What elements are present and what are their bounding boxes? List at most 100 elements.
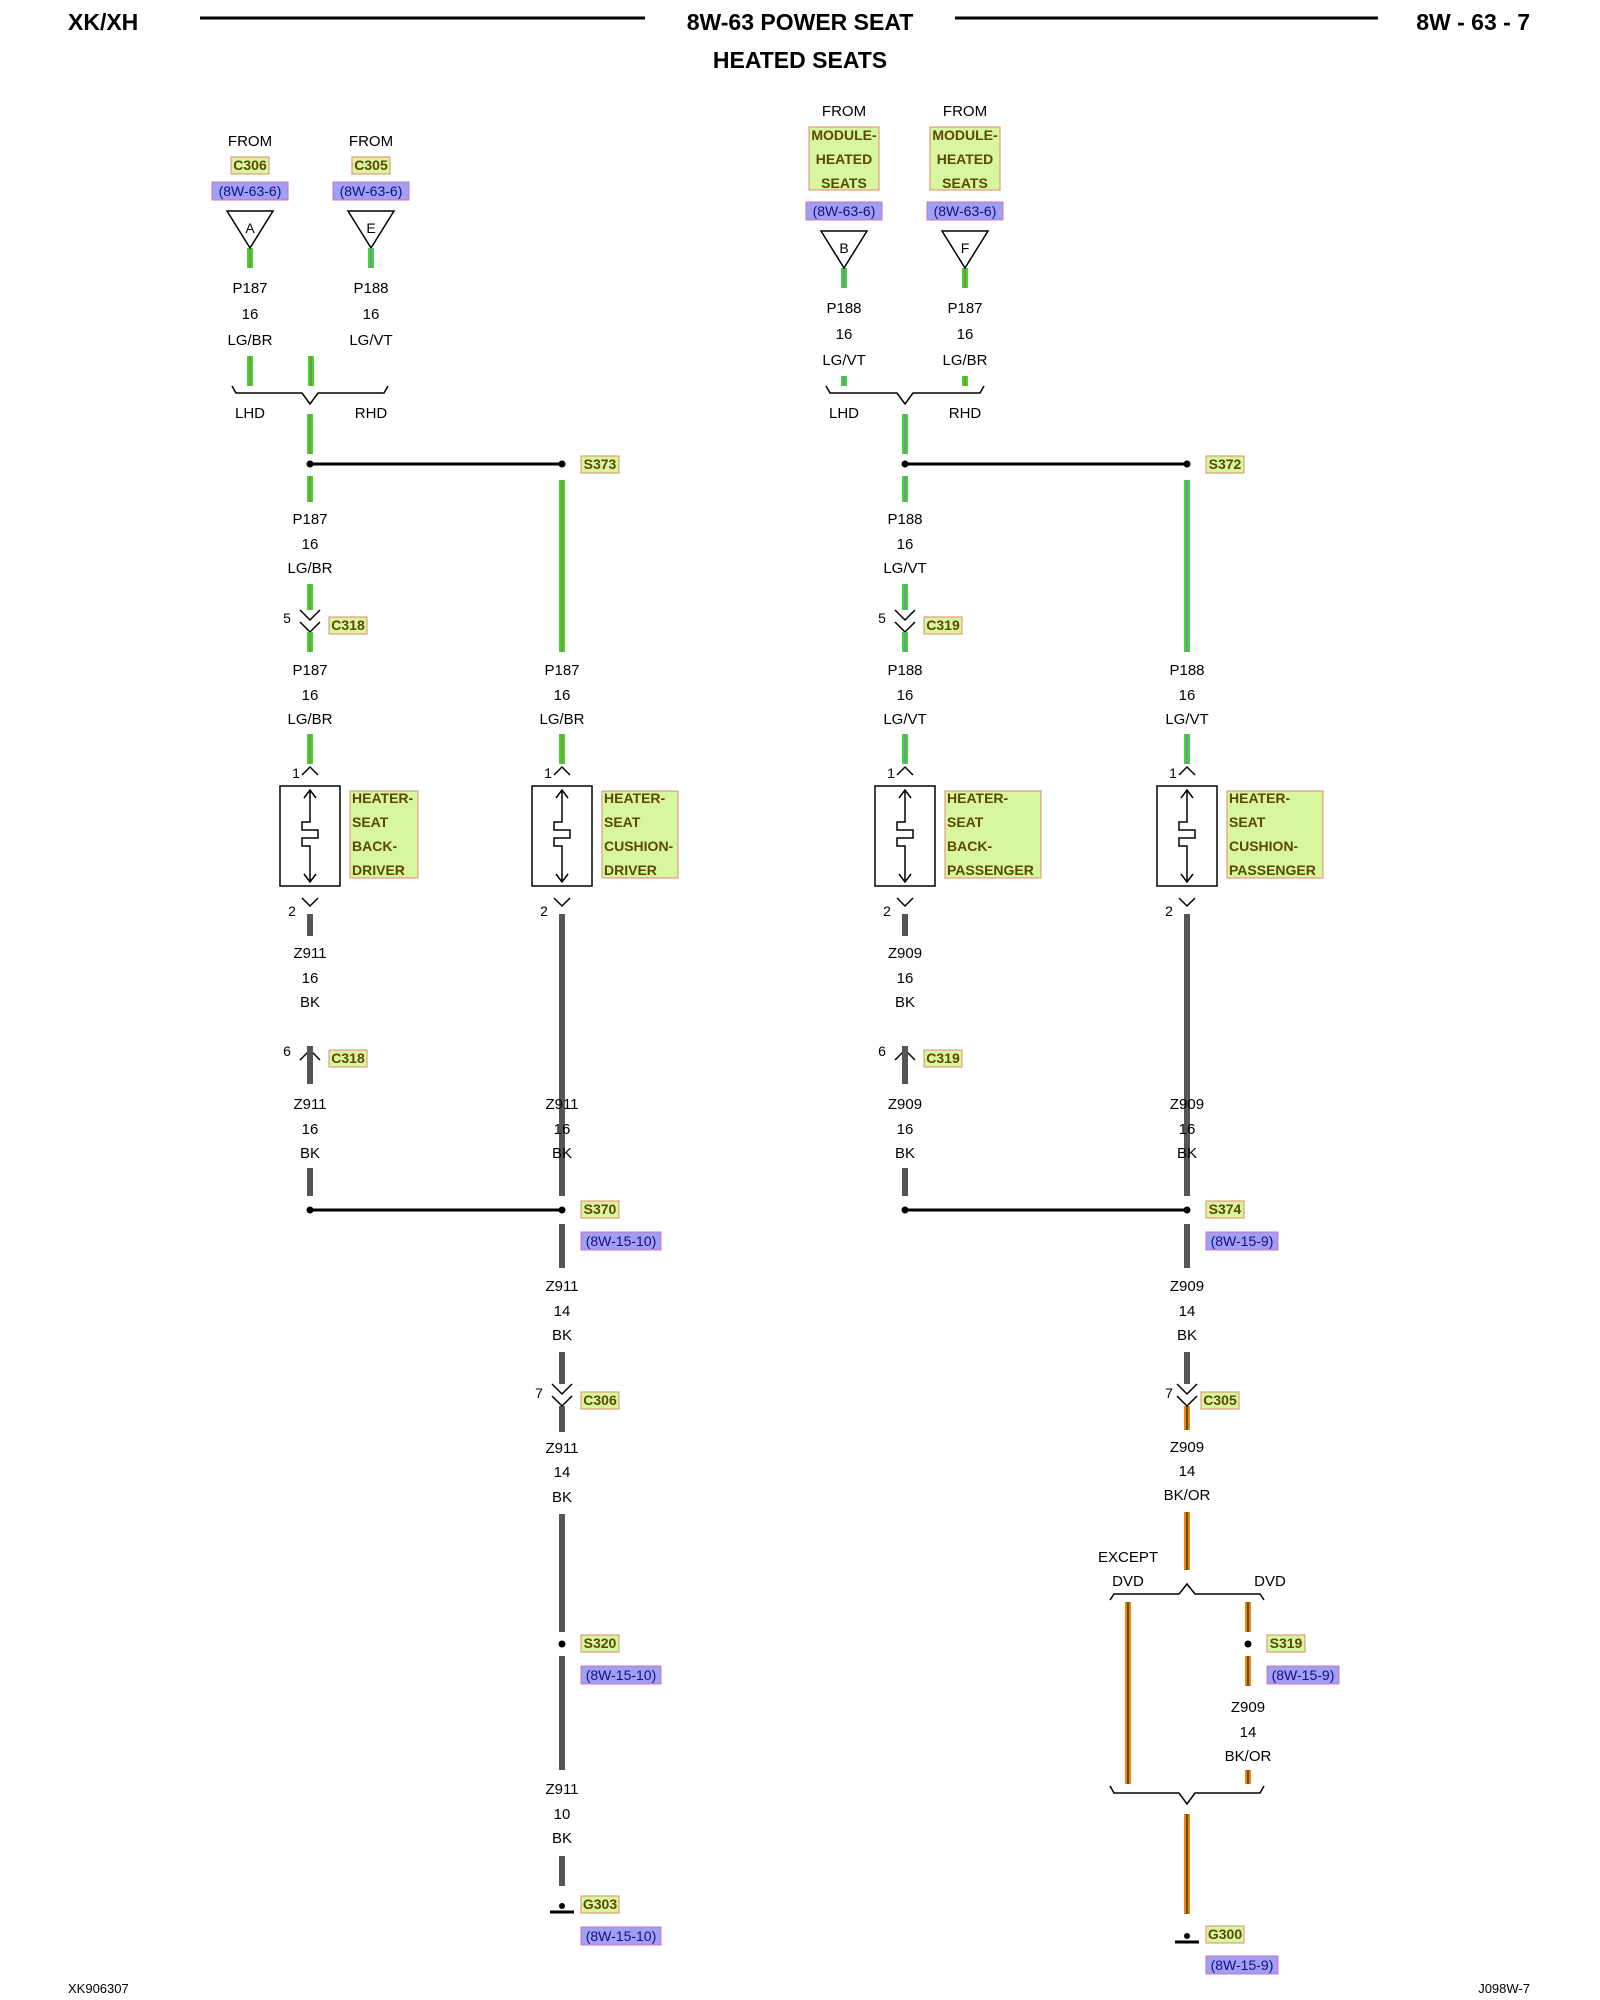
- wire-label-gauge: 16: [897, 536, 914, 553]
- heater-label-line[interactable]: DRIVER: [604, 862, 657, 878]
- wire-label-gauge: 16: [957, 326, 974, 343]
- ground-g300[interactable]: G300: [1208, 1926, 1242, 1942]
- heater-label-highlight: [944, 790, 1042, 879]
- option-dvd: DVD: [1112, 1573, 1144, 1590]
- wire-label-z909: Z909: [888, 1096, 922, 1113]
- option-dvd: DVD: [1254, 1573, 1286, 1590]
- ground-g303[interactable]: G303: [583, 1896, 617, 1912]
- source-a-from: FROM: [228, 133, 272, 150]
- splice-dot: [1244, 1640, 1252, 1648]
- splice-dot: [901, 1206, 909, 1214]
- option-brace: [825, 385, 985, 406]
- heater-label-line[interactable]: HEATER-: [947, 790, 1009, 806]
- wire-label-color: LG/BR: [287, 711, 332, 728]
- source-e-conn[interactable]: C305: [354, 157, 388, 173]
- source-b-module-line[interactable]: SEATS: [821, 175, 867, 191]
- splice-s319-ref[interactable]: (8W-15-9): [1272, 1667, 1335, 1683]
- wire-label-z909: Z909: [1170, 1439, 1204, 1456]
- ground-g300-symbol: [1175, 1933, 1199, 1944]
- source-e-from: FROM: [349, 133, 393, 150]
- source-f-from: FROM: [943, 103, 987, 120]
- heater-pin: 2: [288, 903, 296, 919]
- connector-c318[interactable]: C318: [331, 1050, 365, 1066]
- source-f-module-line[interactable]: MODULE-: [932, 127, 998, 143]
- splice-dot: [558, 1206, 566, 1214]
- ground-g303-ref-highlight: [580, 1926, 662, 1946]
- splice-s319-ref-highlight: [1266, 1665, 1340, 1685]
- wire-label-p187: P187: [292, 662, 327, 679]
- heater-label-line[interactable]: SEAT: [1229, 814, 1266, 830]
- source-f-module-line[interactable]: HEATED: [937, 151, 994, 167]
- source-f-module-line[interactable]: SEATS: [942, 175, 988, 191]
- ground-g303-ref[interactable]: (8W-15-10): [586, 1928, 657, 1944]
- heater-label-line[interactable]: HEATER-: [352, 790, 414, 806]
- source-b-module-line[interactable]: MODULE-: [811, 127, 877, 143]
- splice-s372[interactable]: S372: [1209, 456, 1242, 472]
- heater-back-driver: 1 2 HEATER- SEAT BACK- DRIVER: [279, 765, 419, 919]
- source-b-pin: B: [839, 240, 848, 256]
- wire-label-gauge: 14: [1240, 1724, 1257, 1741]
- splice-s319[interactable]: S319: [1270, 1635, 1303, 1651]
- wire-label-color: BK: [552, 1145, 572, 1162]
- wire-label-p188: P188: [887, 511, 922, 528]
- ground-g300-ref[interactable]: (8W-15-9): [1211, 1957, 1274, 1973]
- wire-label-p187: P187: [232, 280, 267, 297]
- splice-s370-ref[interactable]: (8W-15-10): [586, 1233, 657, 1249]
- splice-s320-ref-highlight: [580, 1665, 662, 1685]
- heater-label-line[interactable]: BACK-: [947, 838, 992, 854]
- wire-label-gauge: 16: [242, 306, 259, 323]
- heater-label-line[interactable]: PASSENGER: [1229, 862, 1316, 878]
- splice-s320[interactable]: S320: [584, 1635, 617, 1651]
- source-b-module-line[interactable]: HEATED: [816, 151, 873, 167]
- wire-label-z909: Z909: [1170, 1096, 1204, 1113]
- heater-label-line[interactable]: SEAT: [604, 814, 641, 830]
- heater-label-line[interactable]: HEATER-: [1229, 790, 1291, 806]
- source-e-ref[interactable]: (8W-63-6): [340, 183, 403, 199]
- source-b-ref[interactable]: (8W-63-6): [813, 203, 876, 219]
- source-f-module-highlight: [929, 126, 1001, 191]
- wire-label-p188: P188: [1169, 662, 1204, 679]
- heater-label-line[interactable]: HEATER-: [604, 790, 666, 806]
- heater-label-line[interactable]: BACK-: [352, 838, 397, 854]
- connector-c319-highlight: [923, 1049, 963, 1068]
- heater-label-line[interactable]: CUSHION-: [1229, 838, 1299, 854]
- connector-c305[interactable]: C305: [1203, 1392, 1237, 1408]
- splice-s374-ref[interactable]: (8W-15-9): [1211, 1233, 1274, 1249]
- heater-label-line[interactable]: CUSHION-: [604, 838, 674, 854]
- heater-label-line[interactable]: DRIVER: [352, 862, 405, 878]
- wire-label-color: LG/BR: [227, 332, 272, 349]
- source-f-ref[interactable]: (8W-63-6): [934, 203, 997, 219]
- footer-left: XK906307: [68, 1981, 129, 1996]
- connector-c319[interactable]: C319: [926, 1050, 960, 1066]
- heater-pin: 2: [540, 903, 548, 919]
- option-rhd: RHD: [355, 405, 388, 422]
- wire-label-gauge: 14: [554, 1303, 571, 1320]
- wire-label-color: LG/VT: [349, 332, 392, 349]
- option-lhd: LHD: [235, 405, 265, 422]
- heater-label-highlight: [349, 790, 419, 879]
- splice-s370[interactable]: S370: [584, 1201, 617, 1217]
- wire-label-gauge: 16: [302, 536, 319, 553]
- connector-pin: 5: [283, 610, 291, 626]
- source-a-ref[interactable]: (8W-63-6): [219, 183, 282, 199]
- splice-s373[interactable]: S373: [584, 456, 617, 472]
- source-b-ref-highlight: [805, 201, 883, 221]
- heater-label-line[interactable]: SEAT: [947, 814, 984, 830]
- splice-s320-ref[interactable]: (8W-15-10): [586, 1667, 657, 1683]
- ground-g300-ref-highlight: [1205, 1955, 1279, 1975]
- wire-label-gauge: 16: [302, 1121, 319, 1138]
- wire-label-z911: Z911: [293, 1096, 326, 1113]
- heater-label-line[interactable]: PASSENGER: [947, 862, 1034, 878]
- heater-label-line[interactable]: SEAT: [352, 814, 389, 830]
- source-a-conn[interactable]: C306: [233, 157, 267, 173]
- source-a-ref-highlight: [211, 181, 289, 201]
- source-e-pin: E: [366, 220, 375, 236]
- connector-c319[interactable]: C319: [926, 617, 960, 633]
- wire-label-color: BK: [1177, 1327, 1197, 1344]
- wire-label-color: BK/OR: [1225, 1748, 1272, 1765]
- connector-c306[interactable]: C306: [583, 1392, 617, 1408]
- wire-label-color: LG/VT: [822, 352, 865, 369]
- splice-s374[interactable]: S374: [1209, 1201, 1242, 1217]
- option-except: EXCEPT: [1098, 1549, 1158, 1566]
- connector-c318[interactable]: C318: [331, 617, 365, 633]
